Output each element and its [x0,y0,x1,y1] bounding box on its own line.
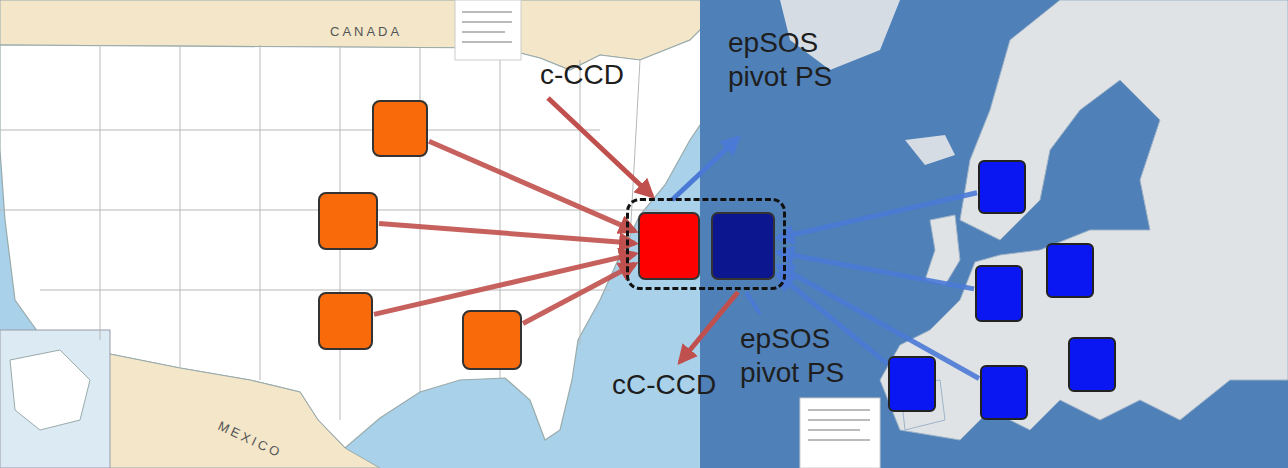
flow-arrow [429,141,635,231]
document-lines [808,410,870,440]
state-borders [0,45,660,420]
label-arrow [680,292,738,362]
country-label: CANADA [330,24,402,40]
label-arrow [548,98,652,196]
eu-system-box [1068,337,1116,392]
flow-arrow [379,223,635,243]
eu-system-box [888,356,936,412]
alaska-land [10,350,90,430]
leader-line [746,292,760,314]
eu-system-box [980,365,1028,420]
us-system-box [318,292,373,350]
document-label: c-CCD [540,58,624,92]
document-icon [800,398,880,468]
gateway-group [626,198,786,290]
standard-label: epSOS pivot PS [728,26,868,94]
document-label: cC-CCD [612,368,716,402]
europe-sea [700,0,1288,468]
standard-label: epSOS pivot PS [740,322,880,390]
us-system-box [372,100,428,157]
eu-system-box [975,265,1023,322]
alaska-inset [0,330,110,468]
document-icon [455,0,521,60]
britain-land [925,215,960,285]
us-gateway-box [638,212,700,280]
eu-gateway-box [711,212,775,280]
us-system-box [462,310,522,370]
flow-arrow [778,193,977,238]
us-system-box [318,192,378,250]
eu-system-box [1046,243,1094,298]
label-arrow [672,138,738,200]
flow-arrow [523,264,635,323]
iceland-land [905,135,955,165]
europe-land [880,0,1288,440]
document-lines [462,12,512,42]
eu-system-box [978,160,1026,214]
